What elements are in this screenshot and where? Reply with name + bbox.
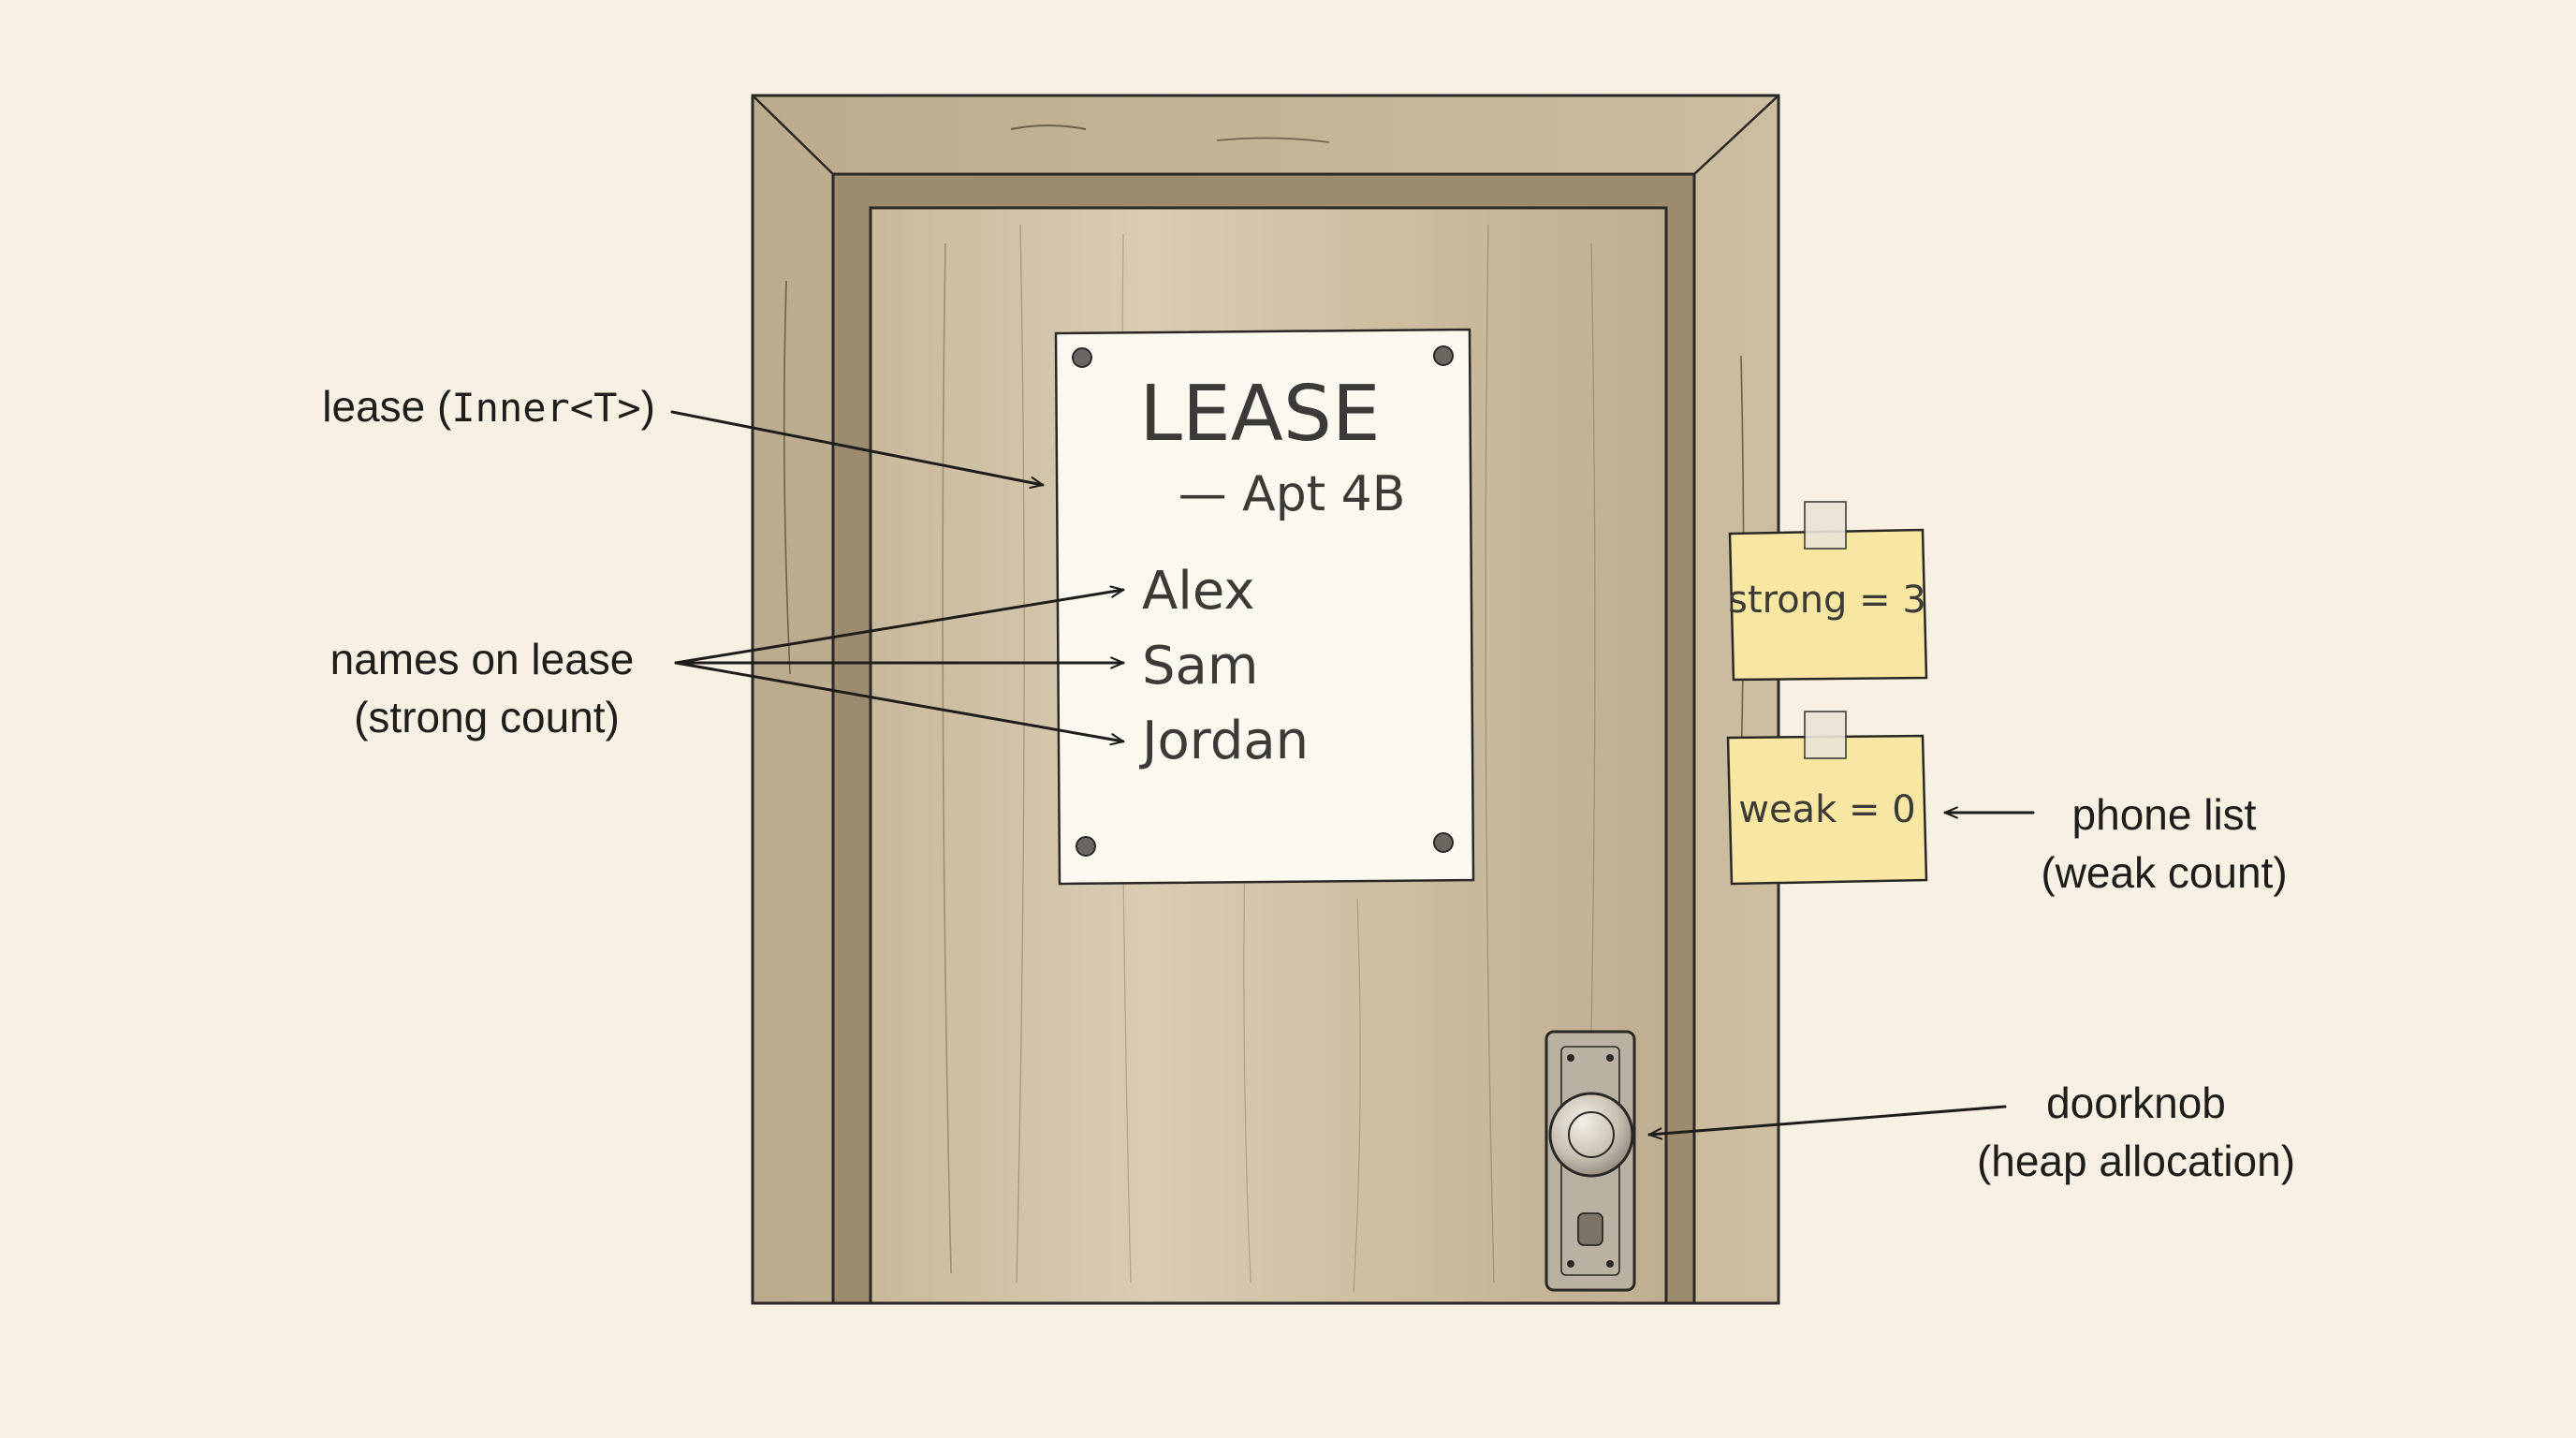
names-on-lease-label: names on lease — [330, 635, 635, 683]
pushpin-icon — [1072, 347, 1092, 368]
doorknob — [1544, 1030, 1636, 1292]
lease-label-prefix: lease ( — [322, 382, 452, 431]
doorknob-icon — [1548, 1092, 1634, 1178]
lease-title: LEASE — [1139, 370, 1380, 459]
annotation-arrows — [670, 410, 2035, 1140]
lease-label-suffix: ) — [641, 382, 655, 431]
lease-label-code: Inner<T> — [451, 385, 640, 431]
tape-icon — [1804, 501, 1847, 550]
lease-subtitle: — Apt 4B — [1178, 466, 1406, 522]
phone-list-label: phone list — [2072, 790, 2257, 839]
lease-name: Jordan — [1139, 711, 1309, 771]
arrow-icon — [674, 585, 1125, 665]
tape-icon — [1804, 711, 1847, 759]
heap-allocation-label: (heap allocation) — [1977, 1137, 2295, 1185]
arrow-icon — [670, 410, 1045, 490]
pushpin-icon — [1433, 832, 1454, 853]
lease-sign: LEASE — Apt 4B Alex Sam Jordan — [1054, 328, 1475, 886]
doorknob-label: doorknob — [2046, 1078, 2226, 1127]
sticky-note-strong: strong = 3 — [1728, 501, 1928, 682]
arrow-icon — [674, 661, 1125, 746]
lease-name: Sam — [1142, 636, 1258, 697]
strong-count-label: (strong count) — [354, 693, 620, 741]
sticky-note-weak: weak = 0 — [1726, 711, 1928, 886]
weak-count-label: (weak count) — [2041, 848, 2287, 897]
strong-count-text: strong = 3 — [1728, 579, 1926, 622]
pushpin-icon — [1076, 836, 1096, 857]
lease-label: lease (Inner<T>) — [322, 382, 655, 431]
weak-count-text: weak = 0 — [1738, 788, 1915, 831]
arrow-icon — [1647, 1105, 2007, 1140]
annotation-labels: lease (Inner<T>) names on lease (strong … — [322, 382, 2295, 1185]
pushpin-icon — [1433, 345, 1454, 366]
lease-name: Alex — [1142, 561, 1254, 622]
